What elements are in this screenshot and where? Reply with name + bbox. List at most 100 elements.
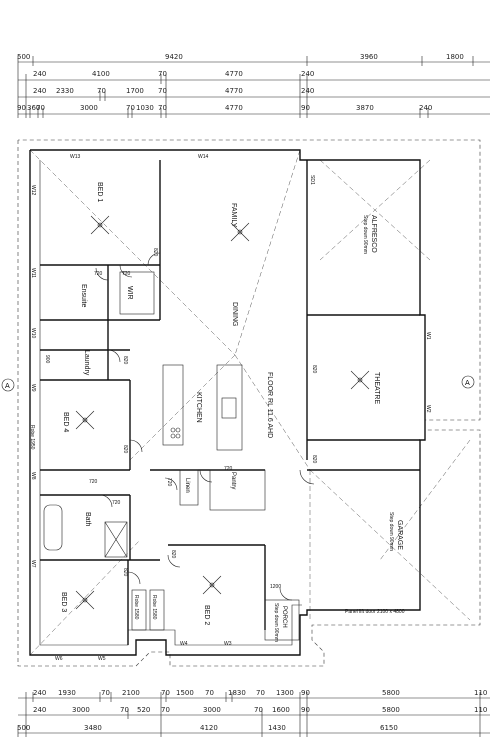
roof-outline [17,139,481,667]
bot-dim-3-c: 4120 [200,724,218,732]
fan-icon-bed3 [75,590,95,610]
door-820-bed2: 820 [170,550,176,559]
top-dim-4-j: 3870 [356,104,374,112]
bot-dim-2-i: 90 [301,706,310,714]
top-dim-2-a: 240 [33,70,46,78]
bot-dim-2-b: 3000 [72,706,90,714]
top-dim-4-c: 70 [36,104,45,112]
window-w14: W14 [198,154,209,160]
top-dim-1-a: 500 [17,53,30,61]
top-dim-4-k: 240 [419,104,432,112]
bot-dim-2-f: 3000 [203,706,221,714]
bot-dim-1-h: 1830 [228,689,246,697]
top-dim-4-g: 70 [158,104,167,112]
room-bed2: BED 2 [203,605,210,625]
bot-dim-2-d: 520 [137,706,150,714]
window-w6: W6 [55,656,63,662]
section-marker-right: A [465,379,470,387]
door-820-laundry: 820 [122,356,128,365]
room-linen: Linen [184,478,190,493]
room-wir: WIR [126,286,133,300]
top-dim-3-f: 4770 [225,87,243,95]
door-720-wir: 720 [122,271,131,277]
top-dim-3-e: 70 [158,87,167,95]
window-w8: W8 [30,472,36,480]
bot-dim-1-k: 90 [301,689,310,697]
room-kitchen: KITCHEN [195,392,202,423]
room-pantry: Pantry [230,472,236,489]
room-dining: DINING [231,302,238,327]
doors [95,252,315,601]
window-w3: W3 [224,641,232,647]
top-dim-3-g: 240 [301,87,314,95]
top-dim-3-b: 2330 [56,87,74,95]
window-sd1: SD1 [309,175,315,185]
door-900-laundry: 900 [44,355,50,364]
room-robe4: Robe 1950 [29,425,35,450]
door-720-bath-a: 720 [89,479,98,485]
room-floor-rl: FLOOR RL 11.6 AHD [266,372,273,438]
bot-dim-3-b: 3480 [84,724,102,732]
room-bed4: BED 4 [62,412,69,432]
room-bath: Bath [84,512,91,527]
top-dim-1-c: 3960 [360,53,378,61]
window-w11: W11 [30,268,36,278]
door-720-ensuite: 720 [94,271,103,277]
ceiling-fans [75,215,370,610]
top-dim-2-c: 70 [158,70,167,78]
bot-dim-3-e: 6150 [380,724,398,732]
fan-icon-bed1 [90,215,110,235]
door-labels: 720 720 820 900 820 820 820 720 720 720 … [44,248,317,590]
bot-dim-2-h: 1600 [272,706,290,714]
window-labels: W13 W14 W12 W11 W10 W9 W8 W7 W6 W5 W4 W3… [30,154,431,662]
door-820-bed4: 820 [122,445,128,454]
room-robe3: Robe 1580 [133,595,139,620]
bot-dim-2-k: 110 [474,706,487,714]
top-dim-4-a: 90 [17,104,26,112]
window-w4: W4 [180,641,188,647]
top-dim-4-i: 90 [301,104,310,112]
top-dim-4-h: 4770 [225,104,243,112]
top-dim-1-d: 1800 [446,53,464,61]
window-w1: W1 [425,332,431,340]
window-w7: W7 [30,560,36,568]
fan-icon-bed4 [75,410,95,430]
room-ensuite: Ensuite [80,284,87,307]
room-robe2: Robe 1580 [151,595,157,620]
room-alfresco-note: Step down 90mm [362,215,368,254]
section-marker-left: A [5,382,10,390]
bot-dim-1-f: 1500 [176,689,194,697]
bot-dim-1-b: 1930 [58,689,76,697]
walls [29,149,426,656]
top-dim-4-b: 360 [27,104,40,112]
window-w2: W2 [425,405,431,413]
top-dim-4-f: 1030 [136,104,154,112]
room-theatre: THEATRE [373,372,380,404]
bot-dim-1-a: 240 [33,689,46,697]
door-820-bed1: 820 [152,248,158,257]
top-dim-4-d: 3000 [80,104,98,112]
top-dimensions: 500 9420 3960 1800 240 4100 70 4770 240 … [17,53,490,118]
bottom-dimensions: 240 1930 70 2100 70 1500 70 1830 70 1300… [17,689,490,737]
fan-icon-theatre [350,370,370,390]
room-porch-note: Step down 90mm [273,603,279,642]
window-w10: W10 [30,328,36,339]
room-labels: BED 1 FAMILY ALFRESCO Step down 90mm Ens… [29,182,405,642]
window-w13: W13 [70,154,81,160]
top-dim-1-b: 9420 [165,53,183,61]
door-820-theatre: 820 [311,365,317,374]
room-family: FAMILY [230,203,237,228]
section-markers: A A [1,375,475,392]
door-820-garage: 820 [311,455,317,464]
door-720-bath-b: 720 [112,500,121,506]
bot-dim-1-c: 70 [101,689,110,697]
top-dim-2-b: 4100 [92,70,110,78]
door-820-bed3: 820 [122,568,128,577]
bot-dim-3-d: 1430 [268,724,286,732]
top-dim-2-e: 240 [301,70,314,78]
bot-dim-1-m: 110 [474,689,487,697]
door-720-pantry: 720 [224,466,233,472]
bot-dim-1-j: 1300 [276,689,294,697]
bot-dim-1-e: 70 [161,689,170,697]
